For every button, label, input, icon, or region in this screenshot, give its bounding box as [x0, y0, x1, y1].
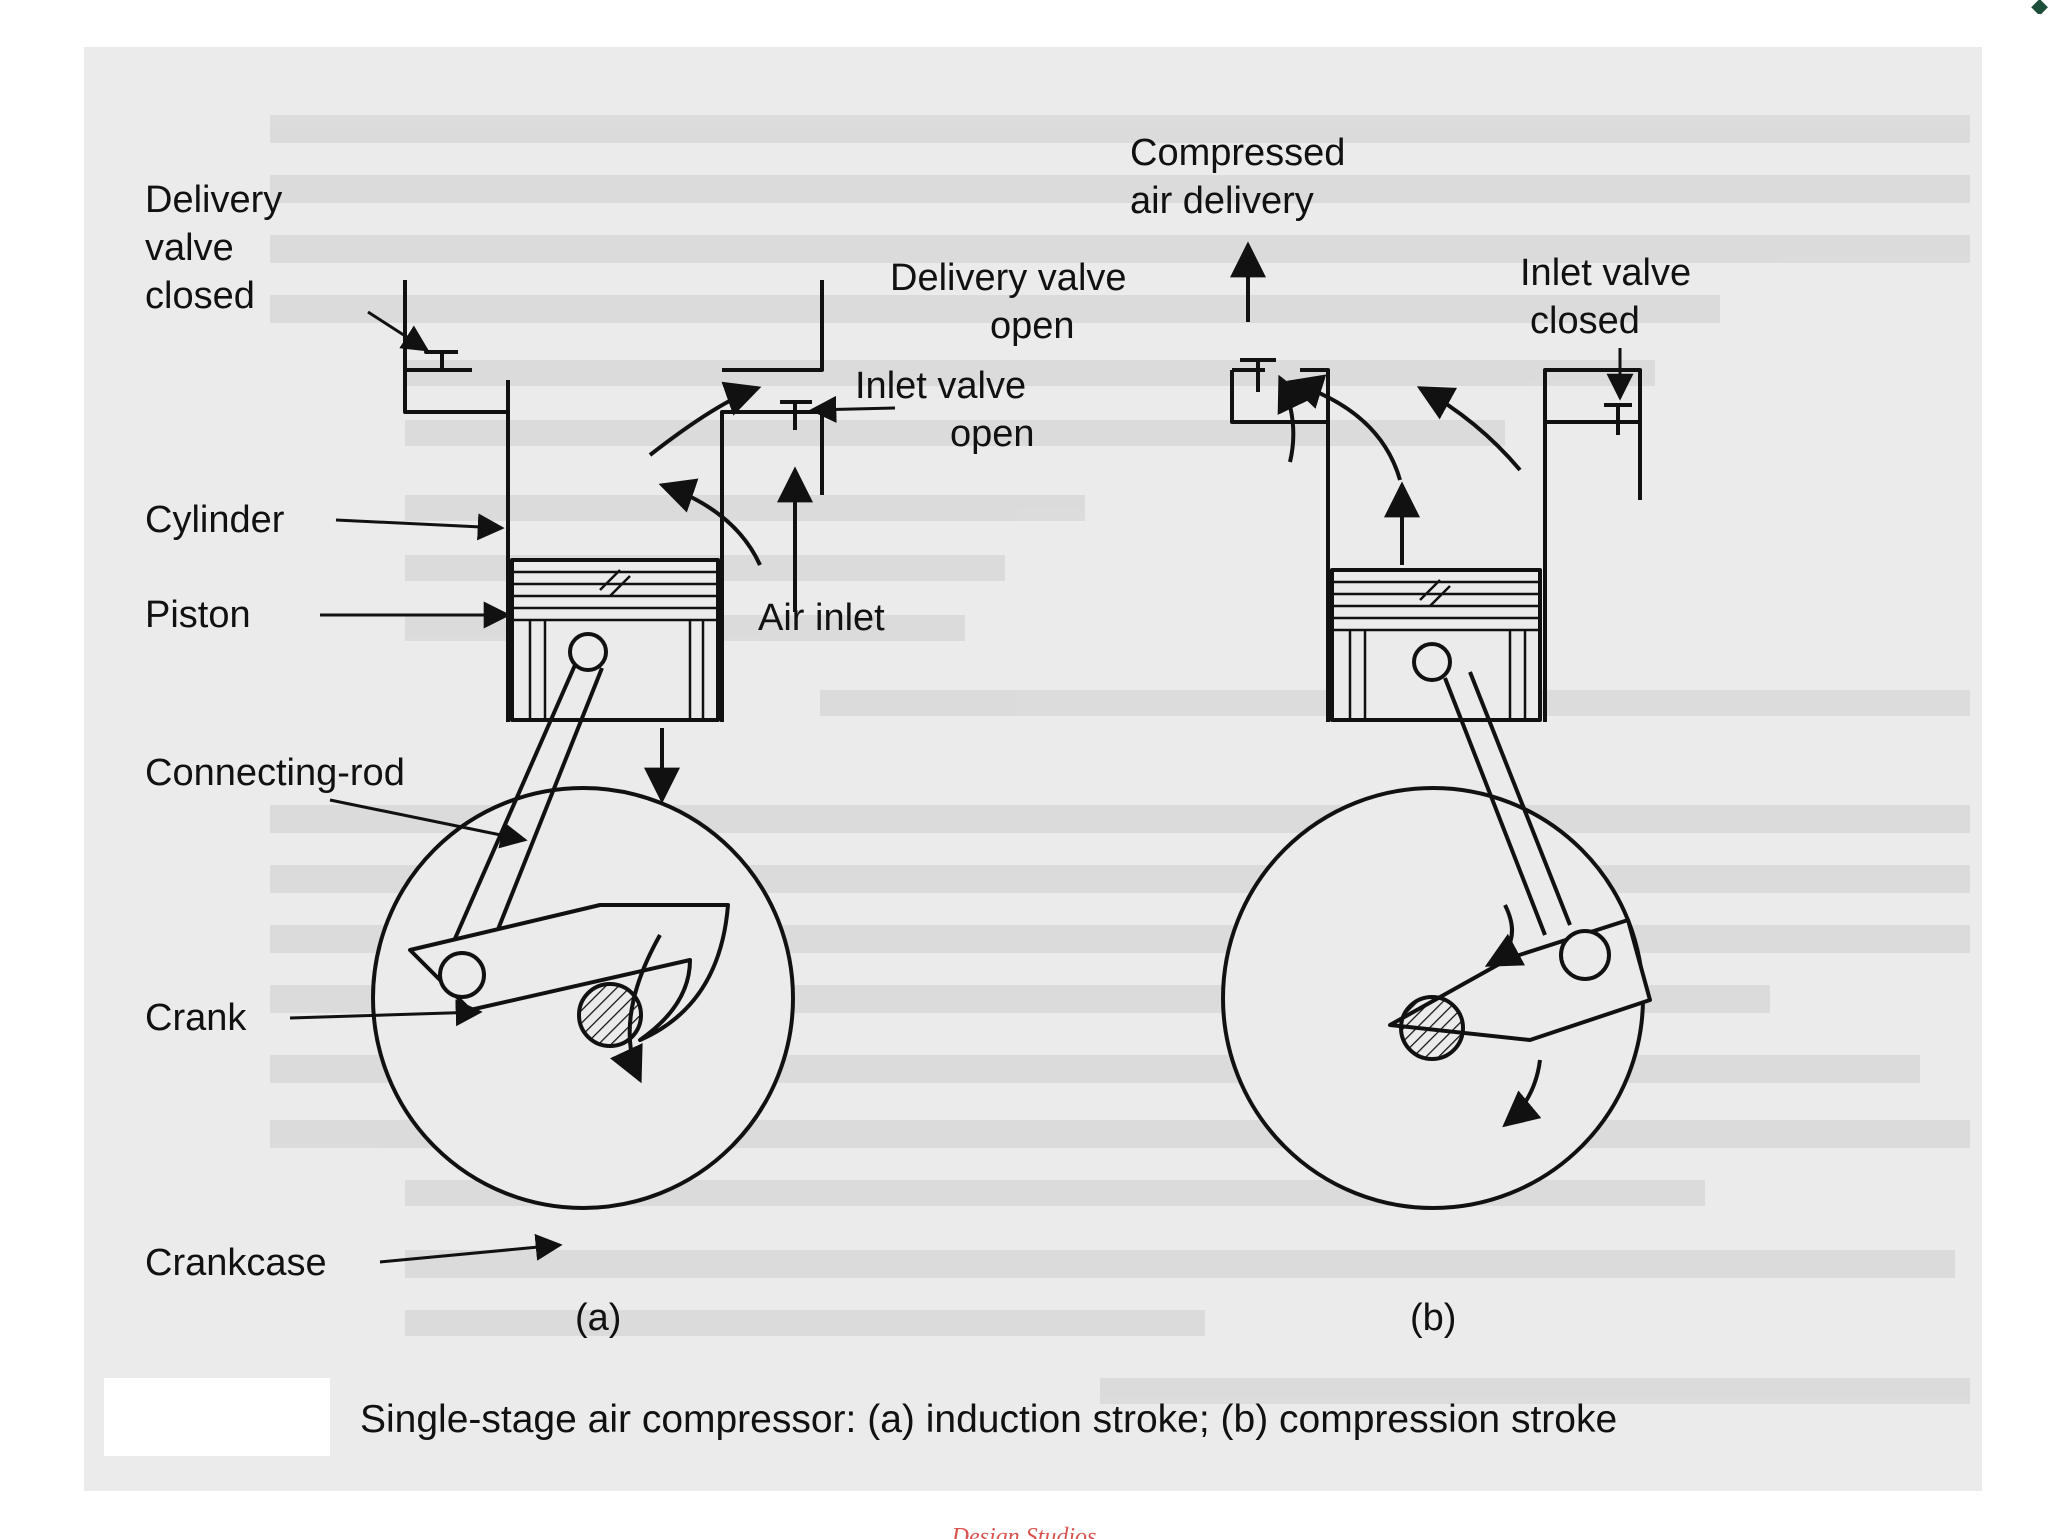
- label-inlet-valve-closed-1: Inlet valve: [1520, 252, 1691, 294]
- label-inlet-valve-open-2: open: [950, 413, 1035, 455]
- piston-a: [510, 558, 720, 722]
- gudgeon-pin-a: [568, 632, 608, 672]
- crankpin-b: [1559, 929, 1611, 981]
- inlet-port-b: [1543, 368, 1642, 422]
- label-air-inlet: Air inlet: [758, 597, 885, 639]
- label-compressed-air-delivery-1: Compressed: [1130, 132, 1345, 174]
- footer-watermark: Design Studios: [951, 1524, 1097, 1539]
- label-compressed-air-delivery-2: air delivery: [1130, 180, 1314, 222]
- air-flow-arrow-a1: [648, 381, 762, 457]
- leader-cylinder: [335, 513, 505, 541]
- inlet-valve-b: [1604, 403, 1632, 435]
- blank-patch: [104, 1378, 330, 1456]
- label-panel-b: (b): [1410, 1297, 1456, 1339]
- inlet-valve-a: [780, 400, 812, 430]
- leader-delivery-valve-closed: [367, 310, 430, 352]
- crank-web-a: [408, 903, 730, 1042]
- label-delivery-valve-closed-1: Delivery: [145, 179, 282, 221]
- cylinder-right-wall-a: [720, 410, 824, 722]
- label-crank: Crank: [145, 997, 247, 1039]
- label-inlet-valve-closed-2: closed: [1530, 300, 1640, 342]
- cylinder-left-wall-b: [1230, 370, 1330, 722]
- label-delivery-valve-open-1: Delivery valve: [890, 257, 1127, 299]
- label-connecting-rod: Connecting-rod: [145, 752, 405, 794]
- show-through-text: [270, 115, 1970, 1404]
- compressed-flow-arrow-b2: [1286, 374, 1402, 481]
- panel-b: [1221, 241, 1652, 1210]
- labels: Delivery valve closed Cylinder Piston Co…: [145, 132, 1691, 1441]
- label-delivery-valve-open-2: open: [990, 305, 1075, 347]
- connecting-rod-b: [1443, 671, 1572, 936]
- crankshaft-b: [1399, 995, 1465, 1061]
- rotation-arrow-b1: [1484, 904, 1526, 967]
- delivery-valve-b: [1240, 358, 1276, 392]
- delivery-valve-a: [424, 350, 458, 372]
- piston-rings-b: [1332, 579, 1540, 720]
- leader-crankcase: [379, 1233, 563, 1264]
- label-panel-a: (a): [575, 1297, 621, 1339]
- air-flow-arrow-a2: [658, 478, 762, 566]
- rotation-arrow-b2: [1502, 1059, 1542, 1128]
- label-piston: Piston: [145, 594, 251, 636]
- crankshaft-a: [577, 982, 643, 1048]
- panel-a: [371, 280, 824, 1210]
- connecting-rod-a: [448, 664, 604, 963]
- label-crankcase: Crankcase: [145, 1242, 327, 1284]
- leader-crank: [289, 999, 483, 1027]
- label-cylinder: Cylinder: [145, 499, 285, 541]
- leader-connecting-rod: [329, 798, 528, 849]
- scan-sheet: [84, 47, 1982, 1491]
- label-inlet-valve-open-1: Inlet valve: [855, 365, 1026, 407]
- corner-logo: ◆: [2031, 0, 2048, 14]
- piston-rings-a: [512, 569, 718, 720]
- rotation-arrow-a: [610, 934, 662, 1084]
- label-delivery-valve-closed-3: closed: [145, 275, 255, 317]
- figure-caption: Single-stage air compressor: (a) inducti…: [360, 1398, 1617, 1441]
- inlet-port-a: [722, 280, 824, 372]
- leader-inlet-valve-open: [809, 395, 896, 423]
- cylinder-right-wall-b: [1543, 420, 1642, 722]
- compressed-flow-arrow-b1: [1277, 374, 1311, 463]
- compressed-flow-arrow-b3: [1416, 386, 1522, 472]
- crankpin-a: [438, 951, 486, 999]
- leader-lines: [289, 310, 1634, 1264]
- label-delivery-valve-closed-2: valve: [145, 227, 234, 269]
- gudgeon-pin-b: [1412, 642, 1452, 682]
